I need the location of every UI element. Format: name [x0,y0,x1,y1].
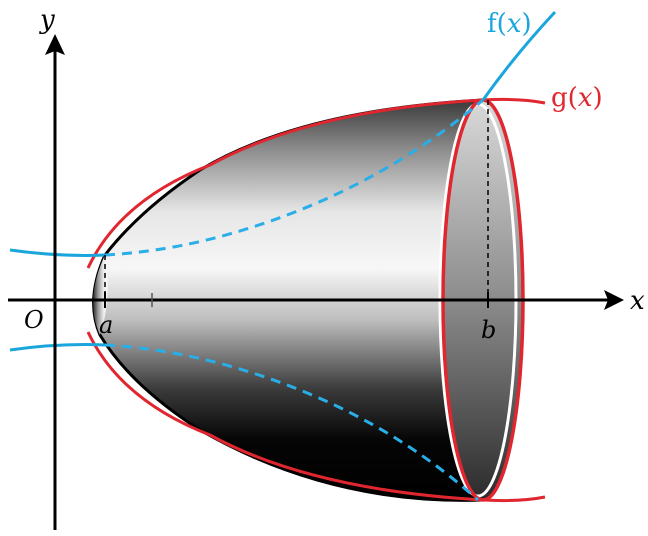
g-curve-label: g(x) [551,83,603,113]
f-curve-upper-right [481,10,557,101]
f-curve-upper-left [9,248,106,257]
g-curve-upper [86,97,546,269]
solid-left-cap [93,255,108,335]
f-curve-upper-dashed [104,98,484,257]
f-curve-label: f(x) [487,9,532,39]
point-b-label: b [481,316,496,344]
f-curve-lower-dashed [104,343,480,502]
y-axis-label: y [39,5,55,35]
x-axis-arrowhead [604,290,624,310]
x-axis-label: x [630,286,645,316]
g-curve-lower [86,331,546,503]
f-curve-lower-left [9,343,106,352]
origin-label: O [24,306,44,334]
y-axis-arrowhead [45,34,65,55]
point-a-label: a [99,311,113,339]
